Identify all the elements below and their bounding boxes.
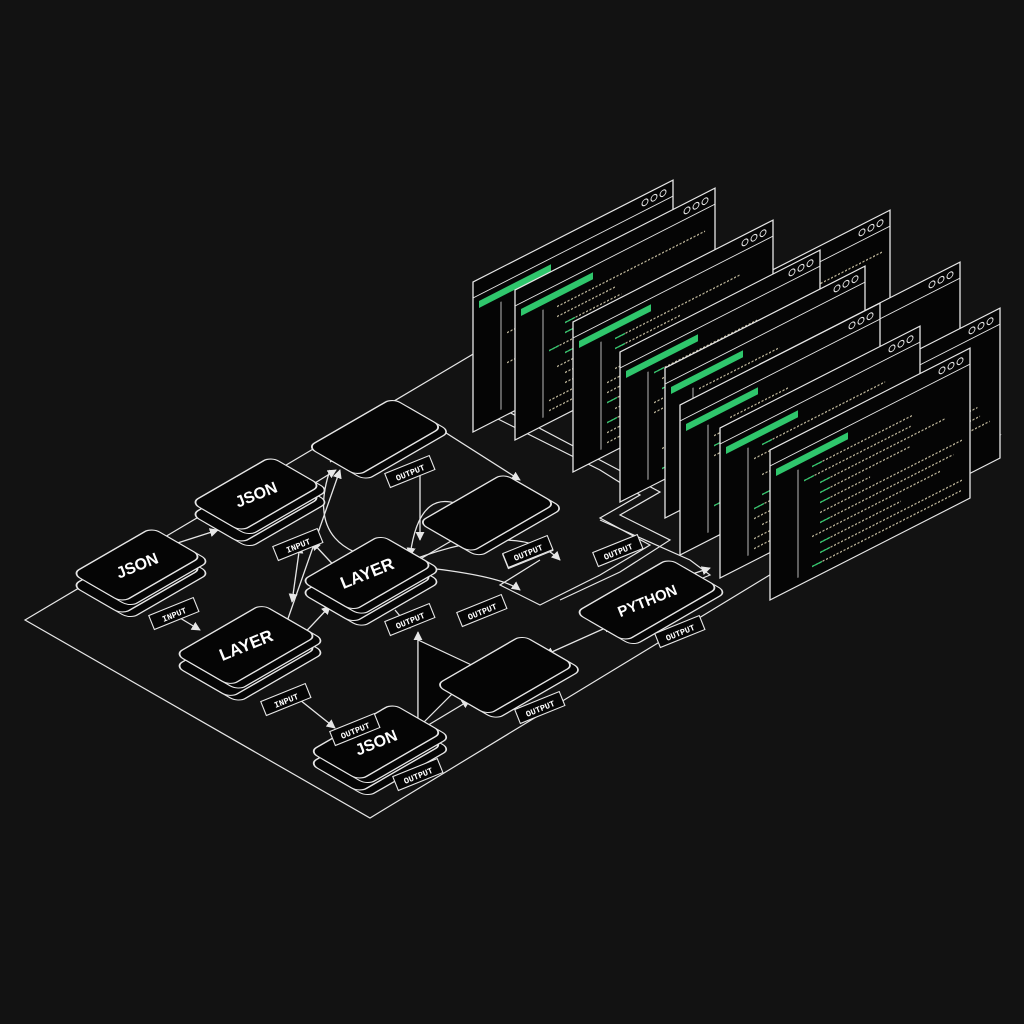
node-layer-left: LAYERINPUT bbox=[175, 604, 325, 715]
node-tag: INPUT bbox=[273, 529, 323, 561]
node-python: PYTHONOUTPUT bbox=[575, 559, 727, 648]
node-layer-center: LAYEROUTPUT bbox=[301, 535, 441, 635]
node-tag: INPUT bbox=[261, 684, 311, 716]
node-json-2: JSONINPUT bbox=[191, 457, 329, 561]
free-tag: OUTPUT bbox=[457, 595, 507, 627]
edge-lower-python bbox=[545, 625, 612, 655]
node-json-1: JSONINPUT bbox=[72, 528, 210, 630]
node-json-3: JSONOUTPUT bbox=[309, 704, 450, 797]
edge-left-json3 bbox=[300, 700, 335, 728]
code-windows bbox=[473, 180, 1000, 600]
